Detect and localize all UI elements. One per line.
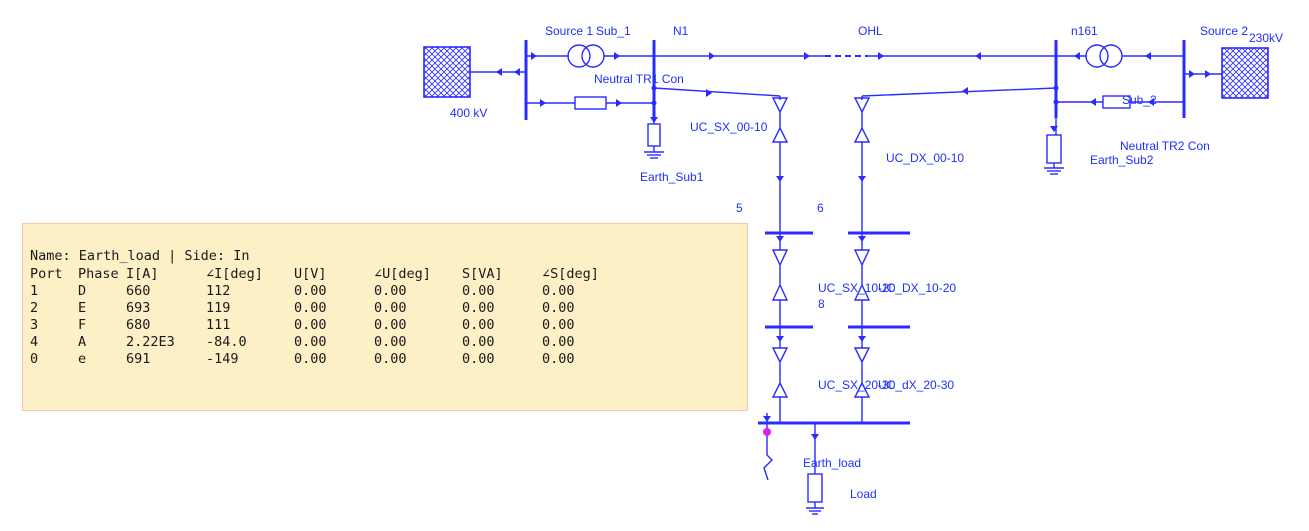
source-2-block[interactable]	[1221, 47, 1269, 99]
col-header: Phase	[78, 265, 119, 282]
earth-sub1-impedance[interactable]	[647, 123, 661, 147]
label-ohl: OHL	[858, 24, 883, 38]
cable-uc-sx-10-20[interactable]	[771, 249, 789, 301]
label-node-8: 8	[818, 297, 825, 311]
table-row: 0 e 691 -149 0.00 0.00 0.00 0.00	[30, 350, 622, 367]
table-cell: 660	[126, 282, 151, 299]
label-uc-dx-20-30: UC_dX_20-30	[878, 378, 954, 392]
table-row: 4 A 2.22E3 -84.0 0.00 0.00 0.00 0.00	[30, 333, 622, 350]
table-cell: 112	[206, 282, 231, 299]
fault-marker[interactable]	[763, 428, 771, 436]
table-cell: 693	[126, 299, 151, 316]
table-cell: 0.00	[374, 282, 407, 299]
table-cell: 0.00	[542, 350, 575, 367]
transformer-sub2[interactable]	[1085, 44, 1109, 68]
table-cell: 691	[126, 350, 151, 367]
earth-load-impedance[interactable]	[807, 473, 823, 503]
label-n1: N1	[673, 24, 689, 38]
table-cell: e	[78, 350, 87, 367]
table-cell: 0.00	[294, 316, 327, 333]
col-header: U[V]	[294, 265, 327, 282]
label-neutral-tr2: Neutral TR2 Con	[1120, 139, 1210, 153]
table-cell: 119	[206, 299, 231, 316]
table-cell: 0.00	[374, 333, 407, 350]
table-cell: 680	[126, 316, 151, 333]
earth-sub2-impedance[interactable]	[1046, 134, 1062, 164]
table-cell: A	[78, 333, 87, 350]
label-uc-dx-10-20: UC_DX_10-20	[878, 281, 956, 295]
table-cell: 0.00	[294, 282, 327, 299]
table-cell: 0.00	[542, 316, 575, 333]
table-cell: 0.00	[542, 333, 575, 350]
label-400kv: 400 kV	[450, 106, 487, 120]
col-header: ∠S[deg]	[542, 265, 599, 282]
table-cell: 2.22E3	[126, 333, 175, 350]
col-header: S[VA]	[462, 265, 503, 282]
cable-uc-sx-20-30[interactable]	[771, 347, 789, 398]
label-sub1: Sub_1	[596, 24, 631, 38]
table-cell: -149	[206, 350, 239, 367]
table-cell: 111	[206, 316, 231, 333]
label-n161: n161	[1071, 24, 1098, 38]
tooltip-title: Name: Earth_load | Side: In	[30, 248, 250, 264]
label-source-sub1: Source 1	[545, 24, 593, 38]
table-cell: E	[78, 299, 87, 316]
table-cell: 0.00	[462, 316, 495, 333]
table-cell: 4	[30, 333, 39, 350]
table-cell: 0.00	[462, 333, 495, 350]
label-source2: Source 2	[1200, 24, 1248, 38]
label-uc-sx-10-20: UC_SX_10-20	[818, 281, 896, 295]
table-cell: 0.00	[542, 299, 575, 316]
resistor-neutral-tr1[interactable]	[574, 96, 607, 110]
col-header: I[A]	[126, 265, 159, 282]
cable-uc-sx-00-10[interactable]	[771, 97, 789, 143]
table-cell: 1	[30, 282, 39, 299]
table-cell: 0.00	[294, 333, 327, 350]
table-cell: 0.00	[294, 299, 327, 316]
table-cell: F	[78, 316, 87, 333]
table-cell: 2	[30, 299, 39, 316]
table-cell: 0	[30, 350, 39, 367]
col-header: ∠U[deg]	[374, 265, 431, 282]
label-uc-dx-00-10: UC_DX_00-10	[886, 151, 964, 165]
table-cell: 0.00	[462, 350, 495, 367]
label-neutral-tr1: Neutral TR1 Con	[594, 72, 684, 86]
earth-load-tooltip: Name: Earth_load | Side: In Port Phase I…	[22, 223, 748, 411]
col-header: Port	[30, 265, 63, 282]
table-cell: 0.00	[374, 316, 407, 333]
label-earth-sub2: Earth_Sub2	[1090, 153, 1154, 167]
label-earth-sub1: Earth_Sub1	[640, 170, 704, 184]
tooltip-table: Port Phase I[A] ∠I[deg] U[V] ∠U[deg] S[V…	[30, 265, 622, 367]
table-cell: 0.00	[462, 282, 495, 299]
label-sub2: Sub_2	[1122, 93, 1157, 107]
fault-symbol[interactable]	[763, 432, 773, 481]
cable-uc-dx-00-10[interactable]	[853, 97, 871, 143]
table-cell: -84.0	[206, 333, 247, 350]
transformer-sub1[interactable]	[567, 44, 591, 68]
col-header: ∠I[deg]	[206, 265, 263, 282]
tooltip-header-row: Port Phase I[A] ∠I[deg] U[V] ∠U[deg] S[V…	[30, 265, 622, 282]
table-cell: 0.00	[374, 350, 407, 367]
label-node-6: 6	[817, 201, 824, 215]
source-1-block[interactable]	[423, 46, 471, 98]
label-earth-load: Earth_load	[803, 456, 861, 470]
flow-arrows	[496, 52, 1211, 440]
table-row: 1 D 660 112 0.00 0.00 0.00 0.00	[30, 282, 622, 299]
table-cell: 0.00	[374, 299, 407, 316]
label-230kv: 230kV	[1249, 31, 1283, 45]
label-uc-sx-00-10: UC_SX_00-10	[690, 120, 768, 134]
table-cell: 0.00	[542, 282, 575, 299]
table-cell: 0.00	[294, 350, 327, 367]
label-node-5: 5	[736, 201, 743, 215]
table-cell: 0.00	[462, 299, 495, 316]
table-cell: 3	[30, 316, 39, 333]
table-cell: D	[78, 282, 87, 299]
label-uc-sx-20-30: UC_SX_20-30	[818, 378, 896, 392]
label-load: Load	[850, 487, 877, 501]
table-row: 2 E 693 119 0.00 0.00 0.00 0.00	[30, 299, 622, 316]
table-row: 3 F 680 111 0.00 0.00 0.00 0.00	[30, 316, 622, 333]
